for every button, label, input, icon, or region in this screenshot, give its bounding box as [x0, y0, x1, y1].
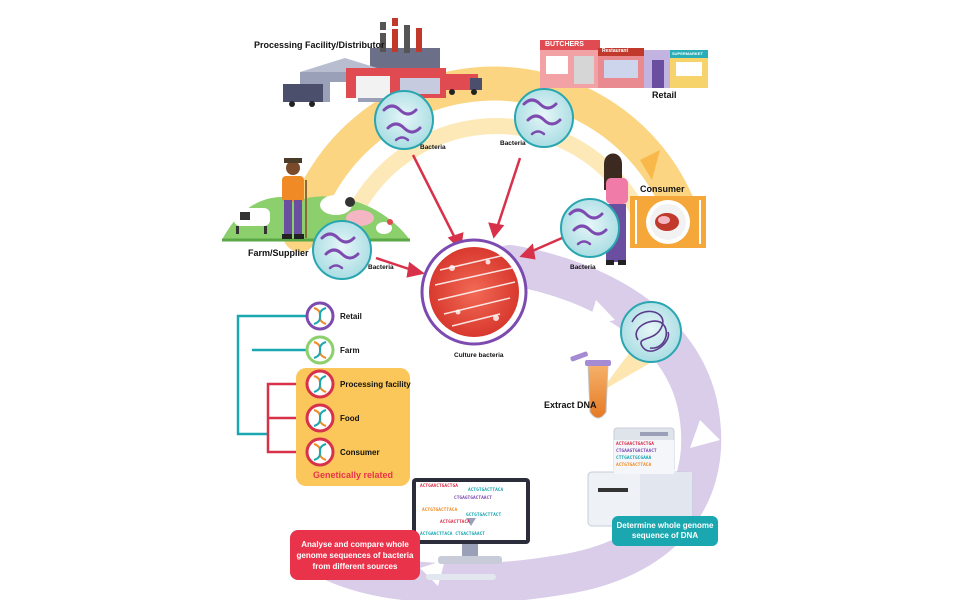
dna-icon-food	[305, 403, 335, 433]
tree-branch-teal	[236, 314, 320, 436]
label-consumer: Consumer	[640, 184, 685, 194]
dna-icon-farm	[305, 335, 335, 365]
arc-arrow-2	[512, 30, 540, 62]
purple-arrow-2	[690, 420, 720, 448]
sequencer-seq-1: ACTGAACTGACTGA	[616, 442, 654, 447]
monitor-seq-1: ACTGAACTGACTGA	[420, 484, 458, 489]
arrowhead-farm	[406, 261, 425, 278]
arrow-processing-to-culture	[411, 154, 458, 241]
sign-supermarket: SUPERMARKET	[672, 51, 703, 56]
tree-leaf-farm: Farm	[340, 346, 360, 355]
dna-icon-consumer	[305, 437, 335, 467]
sign-butchers: BUTCHERS	[545, 41, 584, 48]
sequencer-seq-2: CTGAAGTGACTAACT	[616, 449, 657, 454]
computer-monitor	[412, 478, 530, 580]
label-bacteria-processing: Bacteria	[420, 144, 446, 151]
tree-leaf-consumer: Consumer	[340, 448, 380, 457]
tree-leaf-retail: Retail	[340, 312, 362, 321]
arrow-consumer-to-culture	[529, 236, 563, 254]
label-bacteria-consumer: Bacteria	[570, 264, 596, 271]
label-culture-bacteria: Culture bacteria	[454, 352, 504, 359]
sequencer-seq-4: ACTGTGACTTACA	[616, 463, 652, 468]
arrow-farm-to-culture	[375, 256, 413, 272]
consumer-illustration	[604, 153, 706, 265]
retail-illustration	[540, 40, 708, 88]
bacteria-circle-consumer	[560, 198, 620, 258]
dna-icon-retail	[305, 301, 335, 331]
relatedness-tree	[236, 314, 320, 454]
culture-petri-dish	[420, 238, 528, 346]
determine-sequence-box: Determine whole genome sequence of DNA	[612, 516, 718, 546]
bacteria-circle-processing	[374, 90, 434, 150]
tree-leaf-food: Food	[340, 414, 360, 423]
label-retail: Retail	[652, 90, 677, 100]
dna-tangle-circle	[600, 301, 682, 392]
arrowhead-retail	[488, 222, 505, 239]
label-processing-facility: Processing Facility/Distributor	[254, 40, 385, 50]
label-extract-dna: Extract DNA	[544, 400, 597, 410]
analyse-compare-box: Analyse and compare whole genome sequenc…	[290, 530, 420, 580]
purple-arrow-3	[548, 520, 575, 542]
monitor-seq-bottom: ACTGAACTTACA CTGACTGAACT	[420, 532, 486, 537]
monitor-seq-3: CTGAGTGACTAACT	[454, 496, 492, 501]
monitor-seq-6: ACTGACTTACA	[440, 520, 470, 525]
monitor-seq-5: GCTGTGACTTACT	[466, 513, 502, 518]
monitor-seq-2: ACTGTGACTTACA	[468, 488, 504, 493]
dna-tube	[570, 351, 611, 419]
arrow-retail-to-culture	[495, 157, 522, 229]
sign-restaurant: Restaurant	[602, 48, 629, 54]
genetically-related-label: Genetically related	[312, 470, 394, 480]
tree-leaf-processing-facility: Processing facility	[340, 380, 411, 389]
dna-icon-processing-facility	[305, 369, 335, 399]
sequencer-seq-3: CTTGACTGCGAAA	[616, 456, 652, 461]
label-farm-supplier: Farm/Supplier	[248, 248, 309, 258]
bacteria-circle-retail	[514, 88, 574, 148]
purple-arrow-1	[588, 300, 615, 326]
label-bacteria-retail: Bacteria	[500, 140, 526, 147]
arc-arrow-3	[640, 150, 660, 180]
label-bacteria-farm: Bacteria	[368, 264, 394, 271]
monitor-seq-4: ACTGTGACTTACA	[422, 508, 458, 513]
processing-facility-illustration	[283, 18, 482, 107]
bacteria-circle-farm	[312, 220, 372, 280]
arrowhead-consumer	[519, 243, 536, 260]
